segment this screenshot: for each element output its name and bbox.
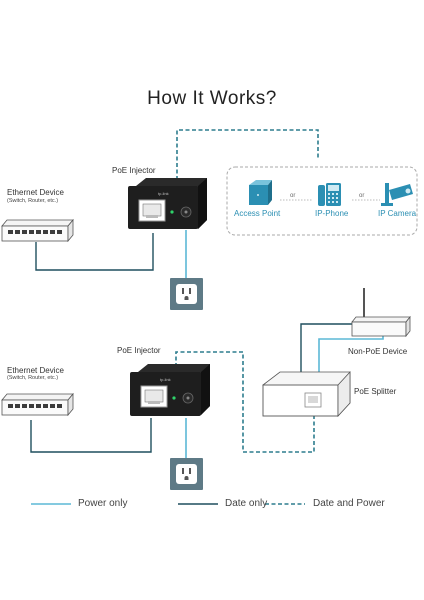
poe-injector-label: PoE Injector: [117, 346, 161, 355]
ethernet-device-sub: (Switch, Router, etc.): [7, 198, 59, 204]
ethernet-device-sub: (Switch, Router, etc.): [7, 375, 59, 381]
poe-injector-icon: tp-link: [128, 178, 207, 229]
poe-injector-icon: tp-link: [130, 364, 210, 416]
poe-splitter-label: PoE Splitter: [354, 387, 397, 396]
ethernet-device-label: Ethernet Device: [7, 366, 64, 375]
ip-phone-label: IP-Phone: [315, 209, 349, 218]
access-point-label: Access Point: [234, 209, 281, 218]
bottom-data-power-line: [175, 351, 315, 453]
router-icon: [351, 288, 411, 338]
legend-date-and-power: Date and Power: [313, 498, 385, 509]
ip-camera-label: IP Camera: [378, 209, 417, 218]
top-data-line: [35, 233, 154, 271]
or-separator: or: [290, 193, 296, 199]
legend-power-only: Power only: [78, 498, 128, 509]
legend-date-only: Date only: [225, 498, 268, 509]
ip-phone-icon: [318, 183, 341, 206]
svg-text:tp-link: tp-link: [160, 377, 171, 382]
ethernet-switch-icon: [1, 218, 74, 243]
power-outlet-icon: [170, 278, 203, 310]
poe-splitter-icon: [262, 370, 351, 418]
svg-text:tp-link: tp-link: [158, 191, 169, 196]
access-point-icon: [249, 180, 272, 205]
page-title: How It Works?: [147, 88, 277, 109]
ethernet-device-label: Ethernet Device: [7, 188, 64, 197]
or-separator: or: [359, 193, 365, 199]
ip-camera-icon: [381, 183, 413, 206]
ethernet-switch-icon: [1, 392, 74, 417]
bottom-power-line: [185, 336, 384, 458]
power-outlet-icon: [170, 458, 203, 490]
poe-devices-box: [226, 166, 418, 236]
poe-injector-label: PoE Injector: [112, 166, 156, 175]
non-poe-device-label: Non-PoE Device: [348, 347, 408, 356]
top-data-power-line: [176, 129, 319, 180]
